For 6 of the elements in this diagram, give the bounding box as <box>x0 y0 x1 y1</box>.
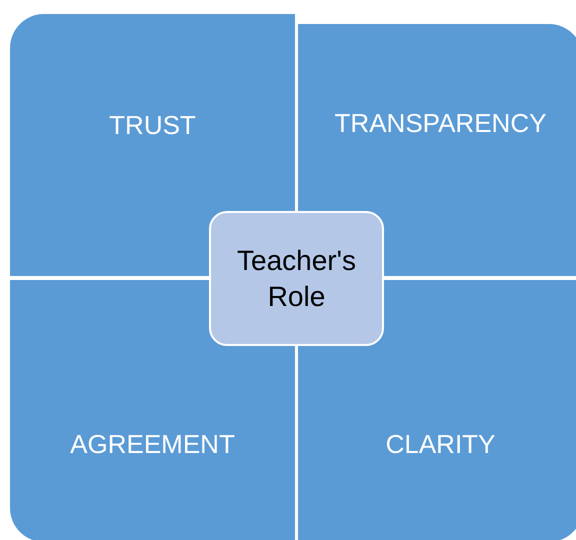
quadrant-label: TRUST <box>108 110 197 140</box>
quadrant-label: TRANSPARENCY <box>334 108 548 138</box>
quadrant-label: AGREEMENT <box>69 429 236 459</box>
center-label: Teacher's Role <box>236 244 357 314</box>
quadrant-label: CLARITY <box>384 429 496 459</box>
center-box <box>209 211 384 346</box>
